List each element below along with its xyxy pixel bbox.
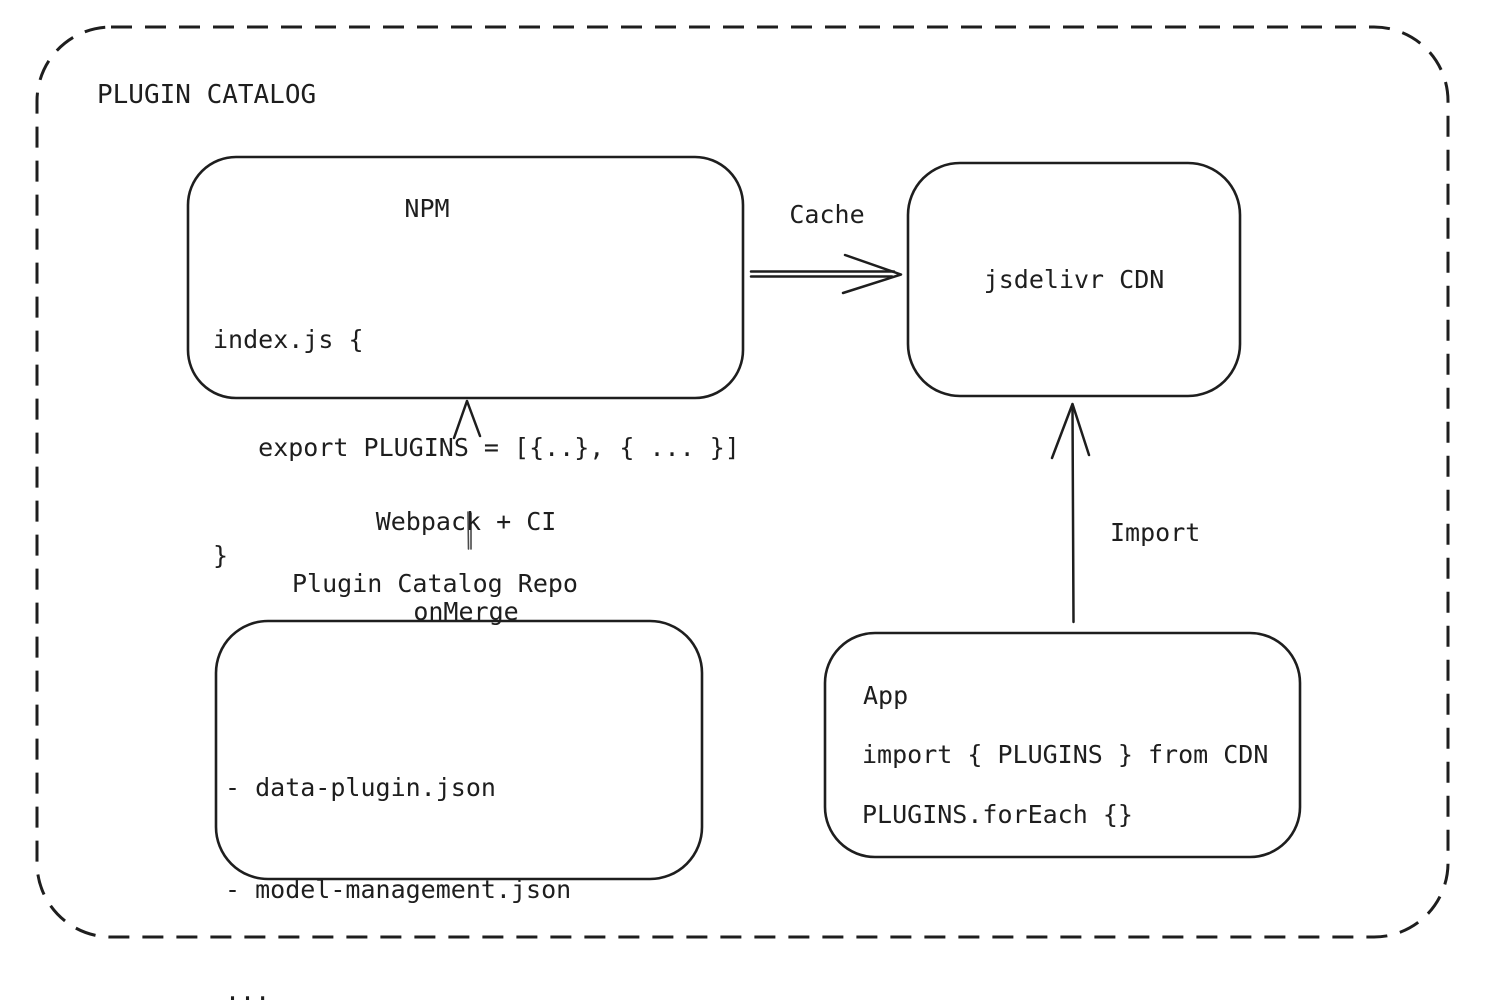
repo-file-list: - data-plugin.json - model-management.js… <box>225 703 571 1002</box>
app-box <box>823 631 1302 859</box>
build-arrow-shaft <box>467 511 472 550</box>
cache-arrow <box>749 253 903 295</box>
npm-code-line: index.js { <box>213 325 364 354</box>
cdn-box-label: jsdelivr CDN <box>983 265 1165 294</box>
npm-code-line: } <box>213 541 229 570</box>
app-code-line: import { PLUGINS } from CDN <box>862 740 1269 769</box>
import-arrow-shaft <box>1071 405 1075 624</box>
import-arrow-label: Import <box>1110 518 1201 547</box>
npm-code-line: export PLUGINS = [{..}, { ... }] <box>213 433 740 462</box>
app-box-title: App <box>863 681 909 710</box>
build-arrow-label: Webpack + CI onMerge <box>316 447 616 687</box>
cdn-box <box>906 161 1242 398</box>
import-arrow <box>1050 402 1091 624</box>
catalog-dashed-boundary <box>35 25 1450 939</box>
npm-code-block: index.js { export PLUGINS = [{..}, { ...… <box>213 250 740 646</box>
cache-arrow-label: Cache <box>789 200 865 229</box>
build-arrow-label-line2: onMerge <box>413 597 519 626</box>
build-arrowhead <box>452 399 482 440</box>
app-code-line: PLUGINS.forEach {} <box>862 800 1133 829</box>
repo-file-item: - data-plugin.json <box>225 773 496 802</box>
repo-box <box>214 619 704 881</box>
build-arrow-label-line1: Webpack + CI <box>375 507 557 536</box>
repo-box-label: Plugin Catalog Repo <box>292 569 578 598</box>
npm-box-title: NPM <box>404 194 450 223</box>
catalog-title: PLUGIN CATALOG <box>97 80 317 110</box>
import-arrowhead <box>1050 402 1091 460</box>
npm-box <box>186 155 745 400</box>
build-arrow <box>452 399 482 550</box>
cache-arrowhead <box>841 253 903 295</box>
repo-file-item: - model-management.json <box>225 875 572 904</box>
repo-file-item: ... <box>225 977 271 1002</box>
